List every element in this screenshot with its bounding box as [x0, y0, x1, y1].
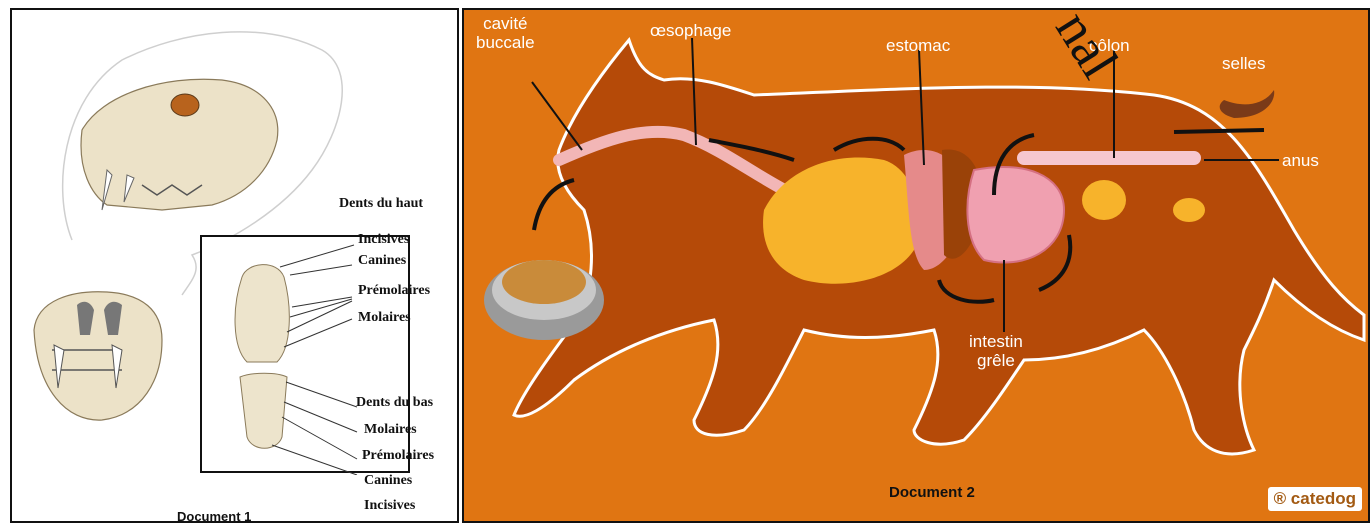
label-cavite-line2: buccale: [476, 33, 535, 52]
lower-label-premolaires: Prémolaires: [362, 448, 434, 464]
label-selles: selles: [1222, 54, 1265, 73]
upper-teeth-heading: Dents du haut: [339, 196, 423, 212]
label-intestin-line1: intestin: [969, 332, 1023, 351]
lower-teeth-heading: Dents du bas: [356, 395, 433, 411]
document-2-panel: cavité buccale œsophage estomac côlon se…: [462, 8, 1370, 523]
bladder-shape: [1082, 180, 1126, 220]
upper-label-molaires: Molaires: [358, 310, 411, 326]
upper-label-premolaires: Prémolaires: [358, 283, 430, 299]
eye-socket: [171, 94, 199, 116]
label-cavite-buccale: cavité buccale: [476, 14, 535, 52]
label-estomac: estomac: [886, 36, 950, 55]
lower-label-incisives: Incisives: [364, 498, 415, 514]
food-bowl: [484, 260, 604, 340]
document-2-title: Document 2: [889, 484, 975, 501]
kidney-shape: [1173, 198, 1205, 222]
label-oesophage: œsophage: [650, 21, 731, 40]
lower-label-canines: Canines: [364, 473, 412, 489]
lower-label-molaires: Molaires: [364, 422, 417, 438]
catedog-logo: ® catedog: [1268, 487, 1362, 511]
label-cavite-line1: cavité: [476, 14, 535, 33]
document-1-title: Document 1: [177, 509, 251, 524]
cat-digestive-diagram: [464, 10, 1370, 523]
jaw-drawings: [202, 237, 412, 475]
upper-jaw: [235, 265, 289, 362]
label-intestin-grele: intestin grêle: [969, 332, 1023, 370]
label-anus: anus: [1282, 151, 1319, 170]
upper-label-incisives: Incisives: [358, 232, 409, 248]
document-1-panel: Dents du haut Incisives Canines Prémolai…: [10, 8, 459, 523]
stool-shape: [1220, 90, 1275, 118]
front-skull: [34, 292, 162, 420]
lower-jaw: [240, 373, 287, 448]
label-intestin-line2: grêle: [969, 351, 1023, 370]
upper-label-canines: Canines: [358, 253, 406, 269]
